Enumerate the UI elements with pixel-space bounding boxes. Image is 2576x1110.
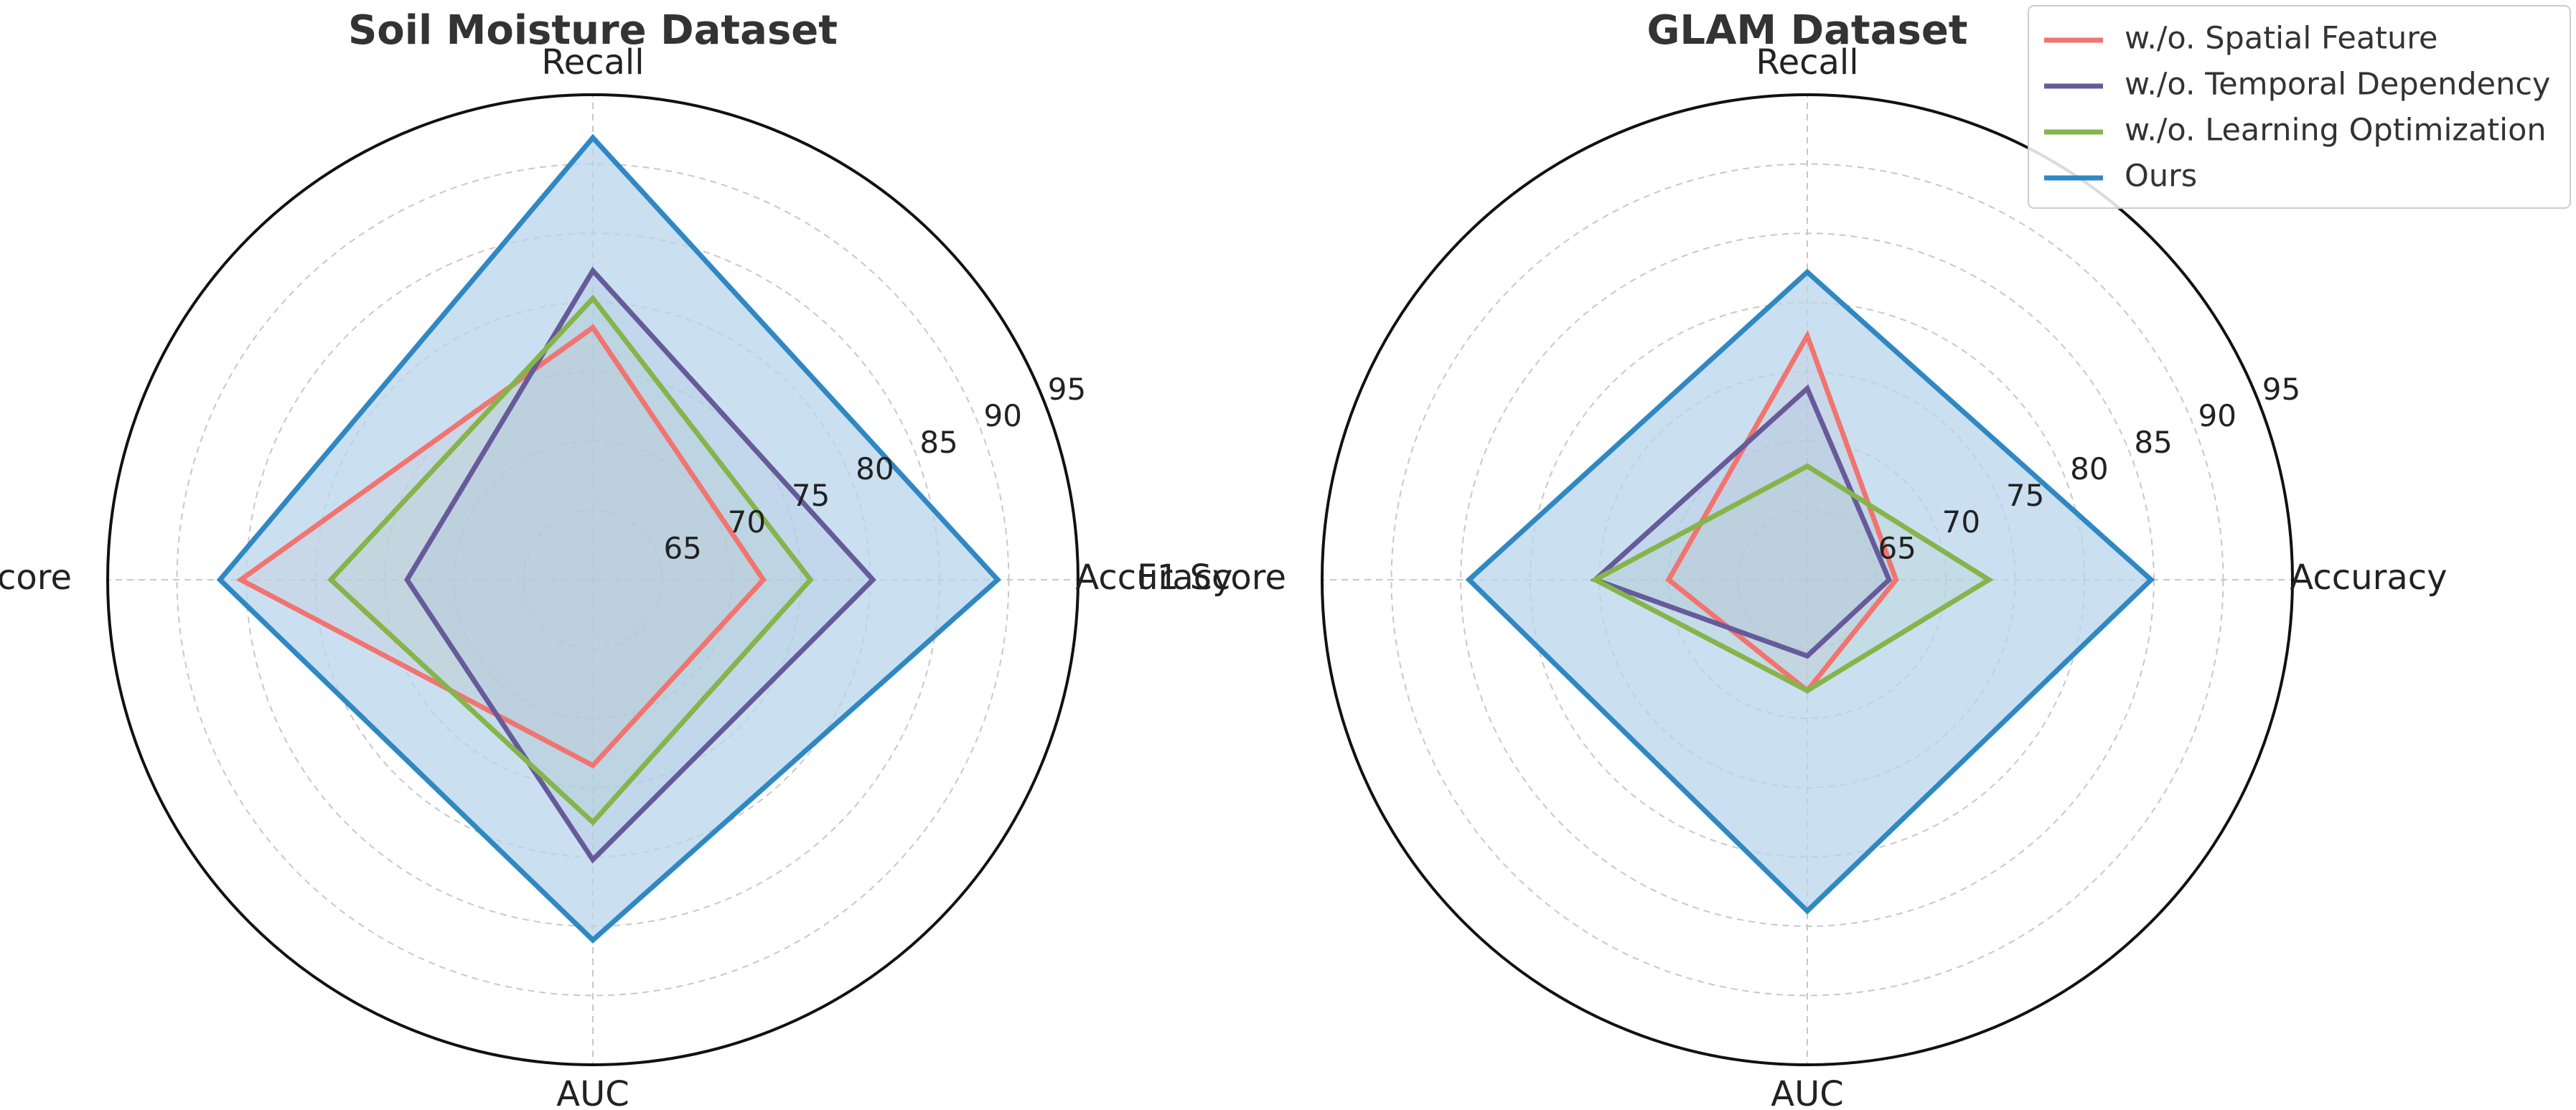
r-tick-label: 65	[1878, 531, 1916, 566]
r-tick-label: 80	[856, 451, 894, 486]
axis-label-auc: AUC	[1771, 1074, 1843, 1110]
axis-label-accuracy: Accuracy	[1075, 558, 1232, 598]
polar-frame	[1321, 93, 2294, 1066]
series-line-w-o-temporal-dependency	[404, 266, 876, 864]
axis-label-f1-score: F1 Score	[0, 558, 72, 598]
r-tick-label: 80	[2070, 451, 2108, 486]
r-tick-label: 65	[663, 531, 701, 566]
series-line-ours	[216, 133, 1001, 944]
series-fill-ours	[1469, 272, 2151, 911]
series-line-w-o-learning-optimization	[1590, 463, 1994, 694]
axis-label-f1-score: F1 Score	[1137, 558, 1286, 598]
r-tick-label: 90	[984, 398, 1022, 433]
axis-label-auc: AUC	[556, 1074, 629, 1110]
r-tick-label: 75	[792, 478, 830, 513]
legend-label: w./o. Temporal Dependency	[2125, 67, 2550, 103]
legend-box	[2028, 5, 2571, 209]
r-tick-label: 95	[1048, 372, 1086, 407]
series-line-ours	[1465, 268, 2155, 915]
r-tick-label: 85	[919, 425, 957, 460]
series-line-w-o-spatial-feature	[1665, 329, 1899, 695]
axis-label-recall: Recall	[541, 42, 644, 83]
series-line-w-o-learning-optimization	[327, 294, 814, 826]
r-tick-label: 90	[2198, 398, 2237, 433]
r-tick-label: 85	[2134, 425, 2172, 460]
axis-label-recall: Recall	[1756, 42, 1858, 83]
r-tick-label: 70	[1942, 504, 1980, 540]
series-line-w-o-spatial-feature	[235, 324, 767, 769]
r-tick-label: 70	[728, 504, 766, 540]
chart-title: Soil Moisture Dataset	[348, 7, 838, 54]
r-tick-label: 75	[2006, 478, 2044, 513]
legend: w./o. Spatial Feature w./o. Temporal Depe…	[2028, 5, 2571, 209]
legend-label: Ours	[2125, 159, 2197, 194]
polar-frame	[106, 93, 1079, 1066]
axis-label-accuracy: Accuracy	[2290, 558, 2447, 598]
legend-label: w./o. Learning Optimization	[2125, 113, 2547, 149]
legend-label: w./o. Spatial Feature	[2125, 21, 2437, 57]
chart-title: GLAM Dataset	[1647, 7, 1967, 54]
series-fill-ours	[220, 137, 998, 941]
r-tick-label: 95	[2262, 372, 2300, 407]
